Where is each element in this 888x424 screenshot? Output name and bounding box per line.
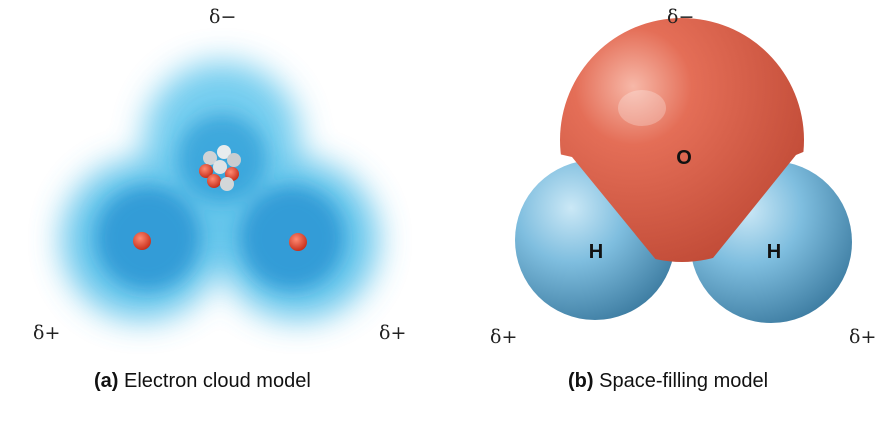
electron-cloud-diagram (62, 62, 378, 320)
oxygen-nucleus (199, 145, 241, 191)
oxygen-atom (560, 18, 804, 262)
caption-letter: (b) (568, 370, 594, 392)
caption-space-filling: (b) Space-filling model (568, 370, 768, 393)
space-filling-panel: O H H δ− δ+ δ+ (b) Space-filling model (444, 0, 888, 424)
partial-positive-charge-right: δ+ (849, 326, 877, 348)
caption-electron-cloud: (a) Electron cloud model (94, 370, 311, 393)
oxygen-highlight (618, 90, 666, 126)
caption-text: Electron cloud model (118, 370, 311, 392)
electron-cloud-panel: δ− δ+ δ+ (a) Electron cloud model (33, 6, 407, 393)
hydrogen-label-right: H (767, 241, 781, 263)
hydrogen-nucleus-right (289, 233, 307, 251)
partial-positive-charge-right: δ+ (379, 322, 407, 344)
caption-letter: (a) (94, 370, 119, 392)
space-filling-diagram: O H H (515, 18, 852, 323)
partial-positive-charge-left: δ+ (33, 322, 61, 344)
partial-positive-charge-left: δ+ (490, 326, 518, 348)
partial-negative-charge: δ− (209, 6, 237, 28)
hydrogen-label-left: H (589, 241, 603, 263)
oxygen-label: O (676, 147, 692, 169)
caption-text: Space-filling model (593, 370, 769, 392)
hydrogen-nucleus-left (133, 232, 151, 250)
partial-negative-charge: δ− (667, 6, 695, 28)
